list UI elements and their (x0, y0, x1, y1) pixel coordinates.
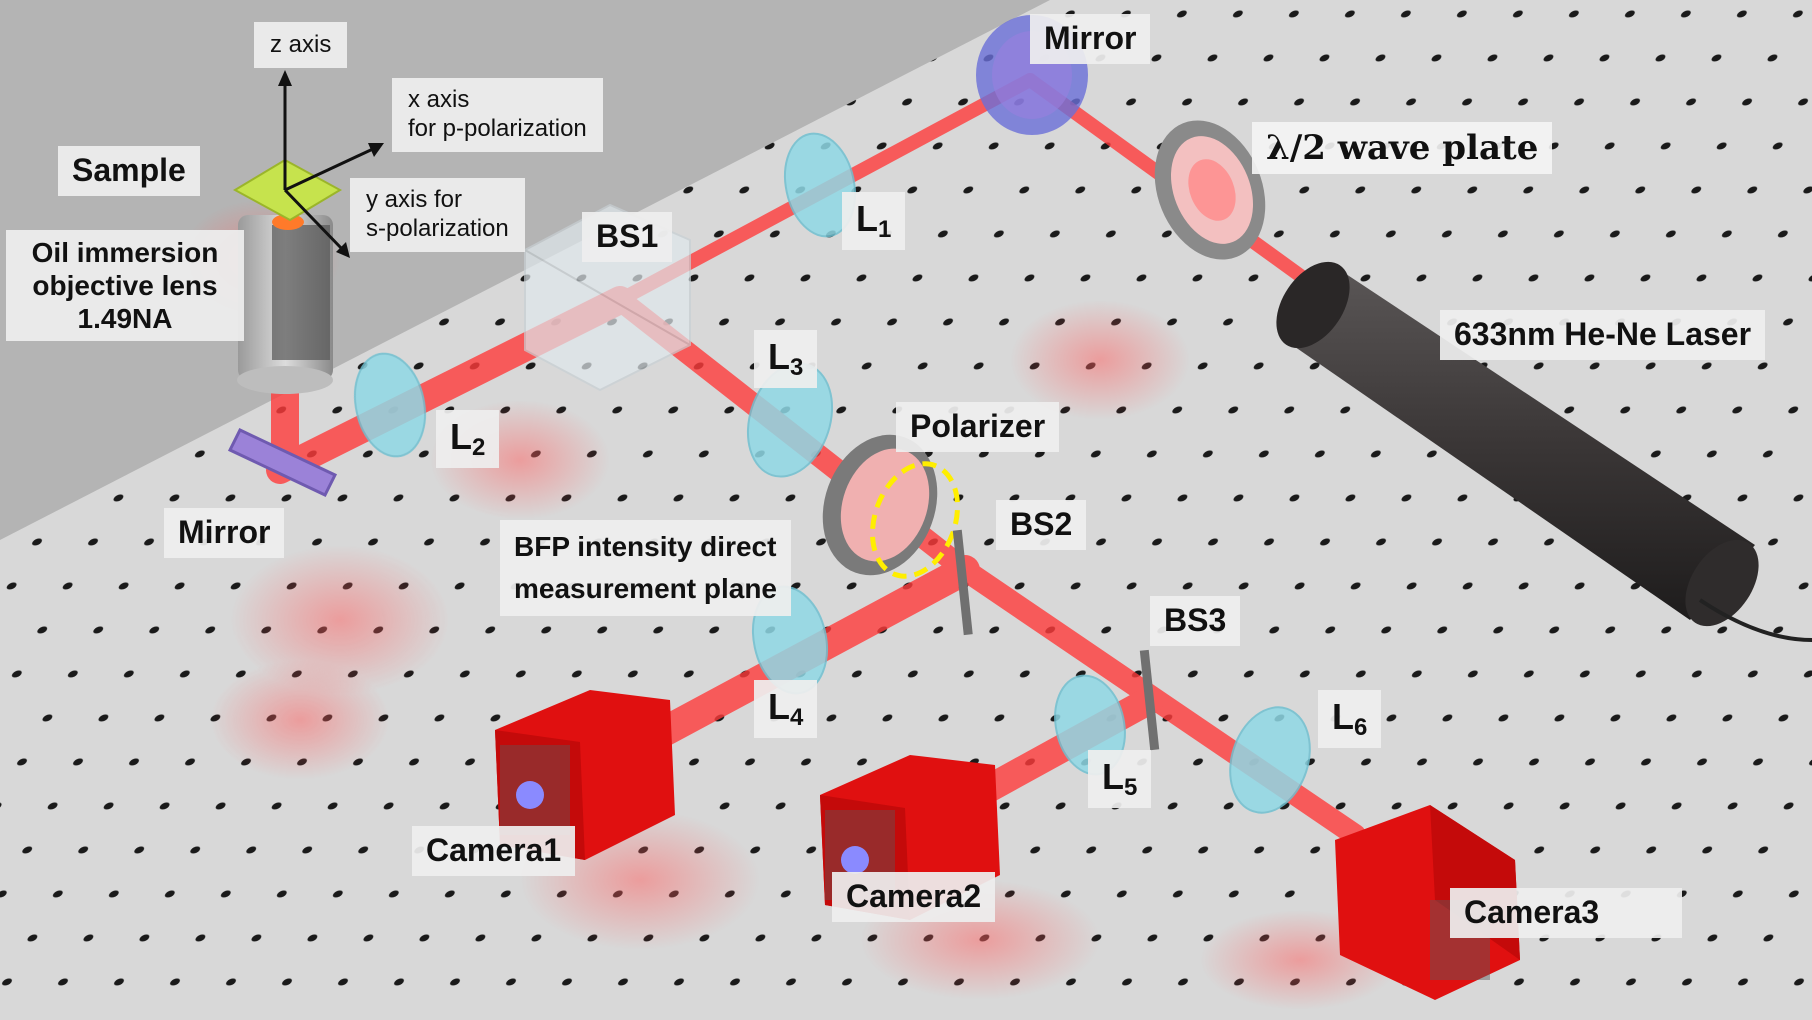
bs2-label: BS2 (996, 500, 1087, 550)
objective-label-line3: 1.49NA (77, 303, 173, 335)
y-axis-label-line1: y axis for (366, 186, 463, 213)
lens-l1-label: L1 (842, 192, 906, 251)
lens-l2 (354, 352, 426, 458)
lenses (354, 132, 1311, 814)
lens-l6-subscript: 6 (1354, 714, 1368, 741)
coordinate-axes (278, 70, 384, 258)
y-axis-arrow (283, 188, 345, 252)
camera3-label: Camera3 (1450, 888, 1682, 938)
z-axis-label: z axis (254, 22, 348, 68)
lens-l6-label: L6 (1318, 690, 1382, 749)
lens-l1-subscript: 1 (878, 216, 892, 243)
bs3-plate (1139, 649, 1160, 751)
camera2-label: Camera2 (832, 872, 996, 922)
objective-label-line1: Oil immersion (31, 237, 219, 268)
bfp-label-line1: BFP intensity direct (514, 531, 777, 562)
y-axis-label: y axis for s-polarization (350, 178, 525, 252)
lens-l6-letter: L (1332, 696, 1354, 737)
wave-plate (1154, 120, 1266, 260)
lens-l6 (1229, 706, 1311, 814)
objective-label-line2: objective lens (32, 270, 218, 302)
objective-label: Oil immersion objective lens 1.49NA (6, 230, 244, 342)
lens-l2-label: L2 (436, 410, 500, 469)
wave-plate-label: λ/2 wave plate (1252, 122, 1553, 175)
sample-label: Sample (58, 146, 200, 196)
lens-l4-letter: L (768, 686, 790, 727)
lens-l4-subscript: 4 (790, 704, 804, 731)
objective-lens (237, 214, 333, 394)
lens-l1-letter: L (856, 198, 878, 239)
left-mirror (227, 428, 338, 497)
mirror-top-label: Mirror (1030, 14, 1151, 64)
x-axis-label: x axis for p-polarization (392, 78, 603, 152)
polarizer-label: Polarizer (896, 402, 1060, 452)
x-axis-arrow (284, 146, 376, 192)
lens-l3-subscript: 3 (790, 354, 804, 381)
x-axis-label-line2: for p-polarization (408, 114, 587, 142)
lens-l5-subscript: 5 (1124, 774, 1138, 801)
lens-l2-letter: L (450, 416, 472, 457)
bs2-plate (952, 529, 973, 636)
camera1-label: Camera1 (412, 826, 576, 876)
lens-l3-label: L3 (754, 330, 818, 389)
bs3-label: BS3 (1150, 596, 1241, 646)
laser-label: 633nm He-Ne Laser (1440, 310, 1766, 360)
lens-l4-label: L4 (754, 680, 818, 739)
bfp-label: BFP intensity direct measurement plane (500, 520, 791, 616)
lens-l1 (784, 132, 856, 238)
laser-tube (1276, 261, 1812, 642)
mirror-left-label: Mirror (164, 508, 285, 558)
y-axis-label-line2: s-polarization (366, 214, 509, 242)
lens-l3-letter: L (768, 336, 790, 377)
lens-l2-subscript: 2 (472, 434, 486, 461)
x-axis-label-line1: x axis (408, 86, 470, 113)
polarizer (822, 434, 961, 579)
lens-l5-label: L5 (1088, 750, 1152, 809)
bfp-plane-marker (869, 461, 961, 579)
bfp-label-line2: measurement plane (514, 573, 777, 604)
lens-l5-letter: L (1102, 756, 1124, 797)
bs1-label: BS1 (582, 212, 673, 262)
